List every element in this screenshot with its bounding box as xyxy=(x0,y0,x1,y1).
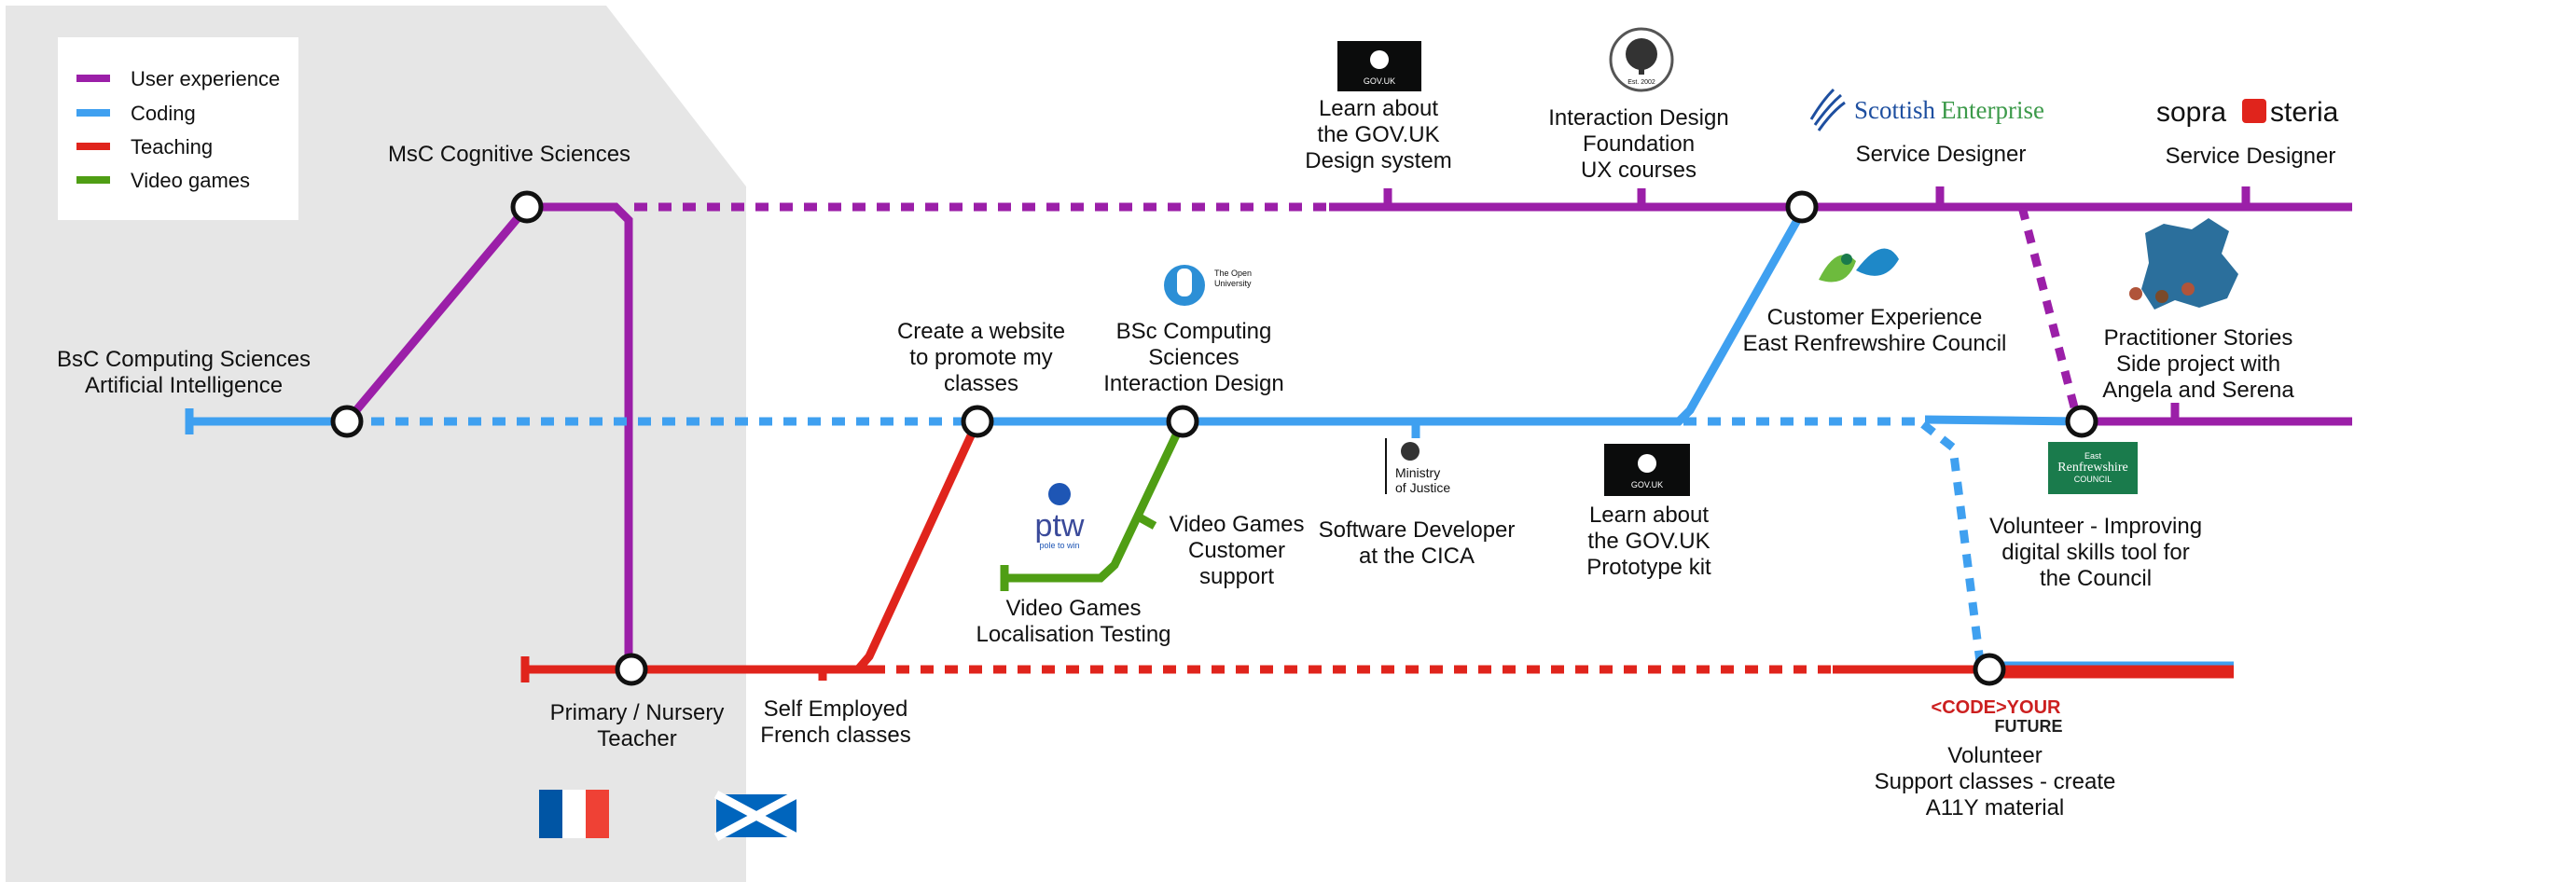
govuk-logo-bottom-text: GOV.UK xyxy=(1631,480,1663,489)
games-main xyxy=(1003,420,1187,583)
station-primary xyxy=(615,653,648,686)
globe-icon xyxy=(1048,483,1071,505)
idf-logo: Est. 2002 xyxy=(1609,27,1674,92)
cyf-logo-line1: <CODE>YOUR xyxy=(1932,697,2061,718)
france-flag-icon xyxy=(539,790,609,838)
legend-label-ux: User experience xyxy=(131,67,280,90)
line-games xyxy=(1000,420,1187,591)
scotland-flag-icon xyxy=(713,791,799,841)
sopra-steria-logo: sopra steria xyxy=(2156,97,2339,128)
station-practitioner xyxy=(2065,405,2098,438)
ux-segment-msc xyxy=(343,202,633,669)
crown-icon xyxy=(1370,50,1389,69)
se-wave-icon xyxy=(1809,88,1846,131)
steria-logo-text: steria xyxy=(2270,97,2339,128)
tree-icon xyxy=(1626,38,1657,70)
idf-logo-text: Est. 2002 xyxy=(1627,79,1655,86)
label-sd-se: Service Designer xyxy=(1856,142,2027,167)
legend-label-teaching: Teaching xyxy=(131,135,213,158)
sopra-s-icon xyxy=(2242,99,2266,123)
line-ux xyxy=(343,186,2352,669)
station-bsc-ou xyxy=(1166,405,1199,438)
coding-dashed-cyf xyxy=(1920,420,1986,670)
label-sd-sopra: Service Designer xyxy=(2166,144,2336,169)
erc-swirl-logo xyxy=(1819,248,1899,283)
ux-dashed-link xyxy=(2017,205,2083,423)
stations xyxy=(330,190,2098,686)
govuk-logo-top-text: GOV.UK xyxy=(1364,76,1395,86)
cyf-logo: <CODE>YOUR FUTURE xyxy=(1932,697,2063,736)
label-msc: MsC Cognitive Sciences xyxy=(388,142,630,167)
crest-icon xyxy=(1401,442,1420,461)
teaching-to-website xyxy=(854,420,982,672)
line-teaching xyxy=(520,420,2234,682)
coding-to-council xyxy=(1924,415,2083,426)
scotland-map-icon xyxy=(2141,218,2238,310)
coding-main xyxy=(979,204,1808,426)
govuk-logo-top: GOV.UK xyxy=(1337,41,1421,91)
crown-icon xyxy=(1638,454,1656,473)
govuk-logo-bottom: GOV.UK xyxy=(1604,444,1690,496)
legend-box xyxy=(58,37,298,220)
station-msc xyxy=(510,190,544,224)
games-tick-support xyxy=(1135,513,1157,530)
station-website xyxy=(961,405,994,438)
station-bsc-ai xyxy=(330,405,364,438)
legend-label-coding: Coding xyxy=(131,102,196,125)
early-career-shade xyxy=(6,6,746,882)
station-cyf xyxy=(1973,653,2006,686)
legend: User experience Coding Teaching Video ga… xyxy=(58,37,298,220)
ptw-logo: ptw pole to win xyxy=(1035,483,1085,550)
ptw-logo-sub: pole to win xyxy=(1039,541,1079,550)
leaf-icon xyxy=(1856,248,1899,276)
station-ux-switch xyxy=(1785,190,1819,224)
legend-label-games: Video games xyxy=(131,169,250,192)
ptw-logo-text: ptw xyxy=(1035,508,1085,544)
sopra-logo-text: sopra xyxy=(2156,97,2226,128)
cyf-logo-line2: FUTURE xyxy=(1995,717,2063,736)
line-coding xyxy=(185,204,2234,670)
scotland-map-illustration xyxy=(2129,218,2238,310)
